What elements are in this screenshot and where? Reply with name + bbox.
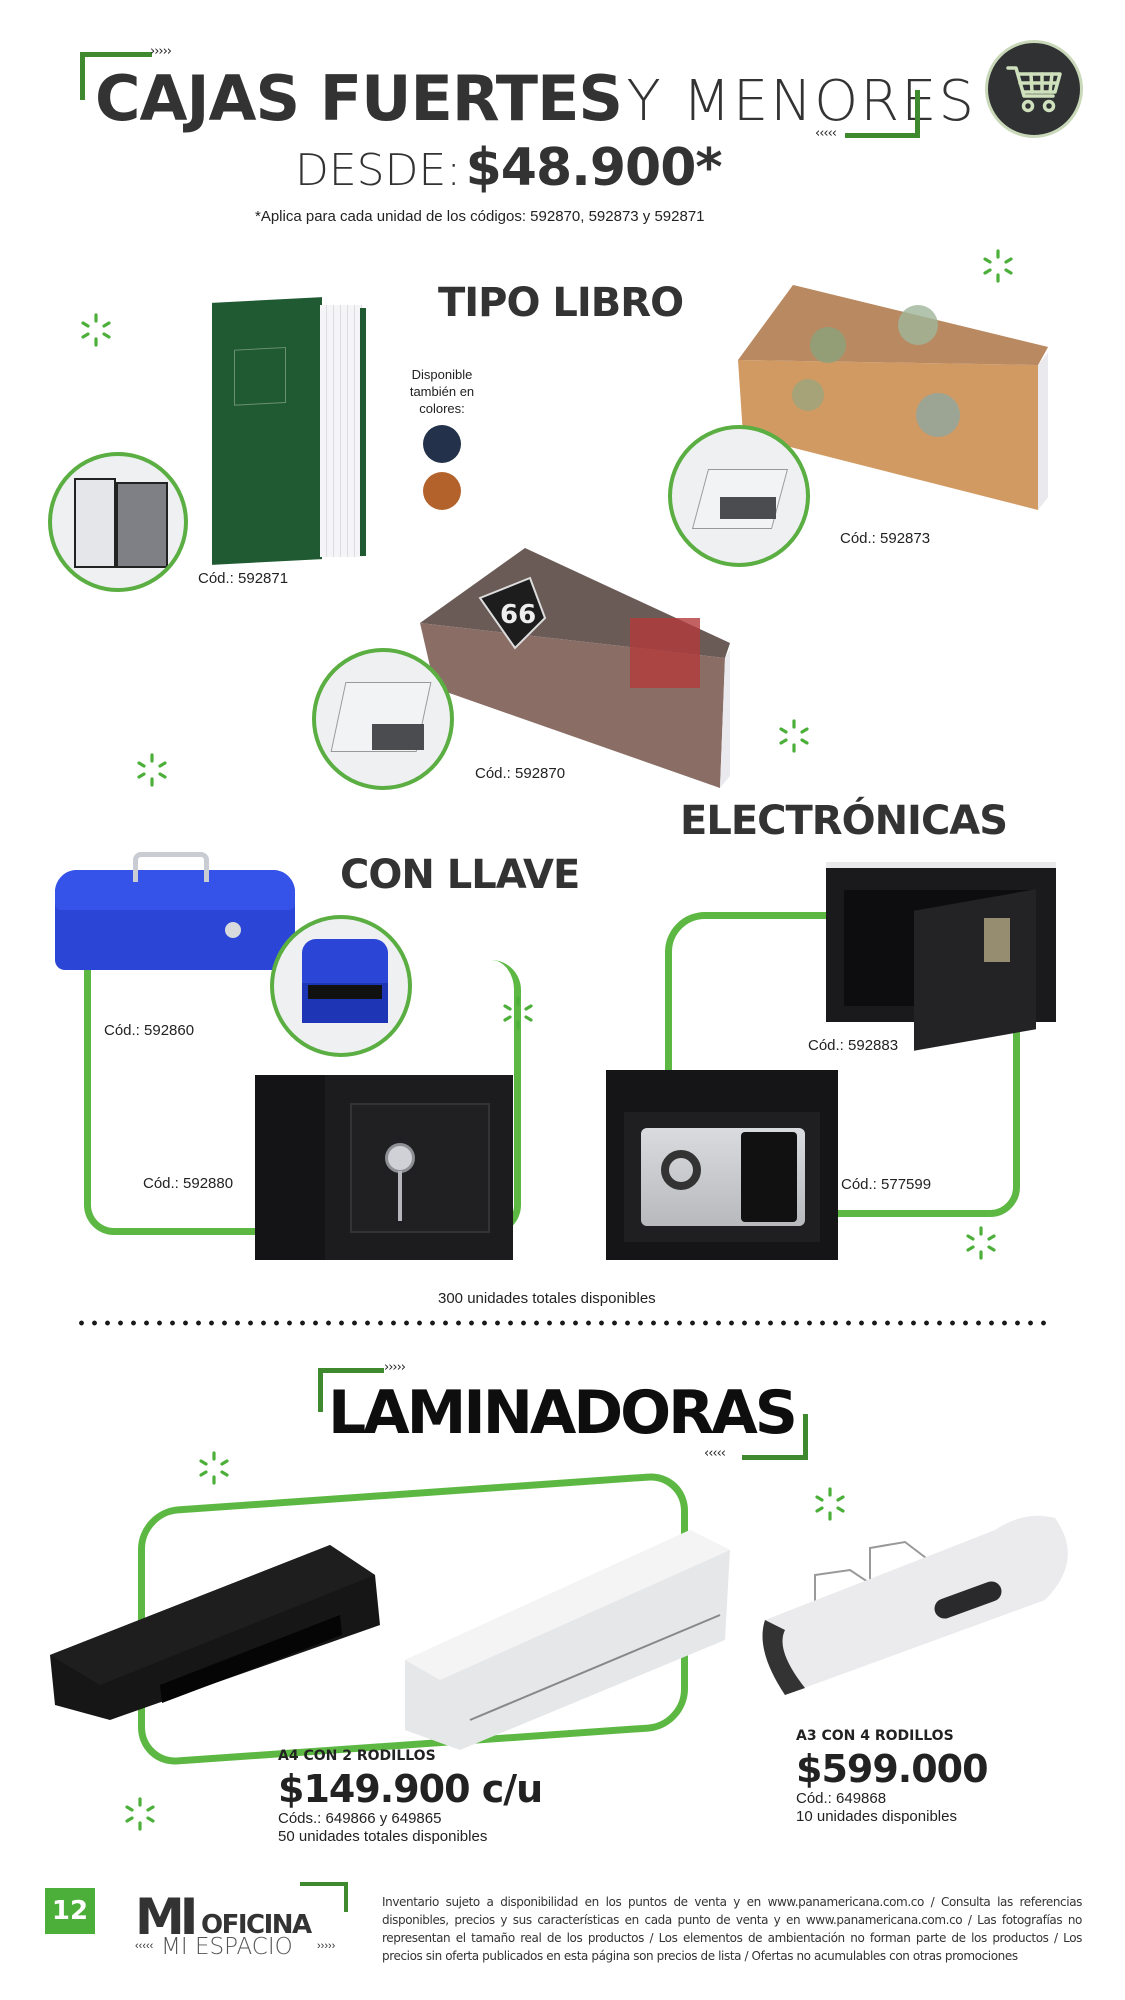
sparkle-icon (503, 996, 533, 1030)
chevrons-right-decoration: ››››› (384, 1360, 406, 1375)
product-image-book-safe-route66[interactable]: 66 (420, 548, 732, 788)
detail-circle-route66-open (312, 648, 454, 790)
desde-line: DESDE: $48.900* (295, 138, 723, 198)
title-bracket-top-left (80, 52, 152, 100)
a4-title: A4 CON 2 RODILLOS (278, 1748, 436, 1764)
desde-price: $48.900* (465, 138, 723, 198)
product-code: Cód.: 592871 (198, 570, 289, 587)
desde-label: DESDE: (295, 145, 462, 196)
brand-logo-mi-oficina: MI OFICINA ‹‹‹‹‹ MI ESPACIO ››››› (135, 1882, 350, 1962)
sparkle-icon (125, 1797, 155, 1831)
color-swatch-navy[interactable] (423, 425, 461, 463)
title-bold: CAJAS FUERTES (95, 62, 623, 135)
a4-codes: Códs.: 649866 y 649865 (278, 1809, 442, 1827)
a4-price: $149.900 c/u (278, 1767, 543, 1811)
product-image-electronic-keypad-safe[interactable] (606, 1070, 838, 1260)
safes-total-units: 300 unidades totales disponibles (438, 1290, 656, 1307)
a4-units: 50 unidades totales disponibles (278, 1827, 488, 1845)
color-swatch-brown[interactable] (423, 472, 461, 510)
chevrons-right-decoration: ››››› (150, 44, 172, 59)
section-title-con-llave: CON LLAVE (340, 852, 580, 898)
legal-disclaimer: Inventario sujeto a disponibilidad en lo… (382, 1895, 1082, 1963)
product-code: Cód.: 592860 (104, 1022, 195, 1039)
product-image-laminator-a3[interactable] (755, 1500, 1075, 1710)
colors-note: Disponible también en colores: (409, 367, 475, 416)
svg-text:66: 66 (500, 600, 536, 630)
a3-price: $599.000 (796, 1747, 989, 1791)
laminadoras-bracket-bottom-right (742, 1414, 808, 1460)
chevrons-left-decoration: ‹‹‹‹‹ (815, 126, 837, 141)
sparkle-icon (966, 1226, 996, 1260)
price-block-a4: A4 CON 2 RODILLOS $149.900 c/u Códs.: 64… (278, 1748, 543, 1846)
title-light: Y MENORES (626, 69, 977, 134)
sparkle-icon (983, 249, 1013, 283)
chevrons-left-decoration: ‹‹‹‹‹ (704, 1446, 726, 1461)
section-title-laminadoras: LAMINADORAS (328, 1378, 798, 1448)
logo-bracket (300, 1882, 348, 1912)
detail-circle-book-open (48, 452, 188, 592)
sparkle-icon (199, 1451, 229, 1485)
section-title-electronicas: ELECTRÓNICAS (680, 798, 1008, 844)
brand-oficina: OFICINA (201, 1910, 312, 1940)
product-code: Cód.: 592873 (840, 530, 931, 547)
a3-title: A3 CON 4 RODILLOS (796, 1728, 954, 1744)
brand-mi: MI (135, 1888, 198, 1946)
a3-codes: Cód.: 649868 (796, 1789, 887, 1807)
product-code: Cód.: 592870 (475, 765, 566, 782)
price-block-a3: A3 CON 4 RODILLOS $599.000 Cód.: 649868 … (796, 1728, 989, 1826)
title-bracket-bottom-right (845, 90, 920, 138)
detail-circle-cashbox-open (270, 915, 412, 1057)
brand-chevrons-right: ››››› (317, 1940, 336, 1952)
product-image-blue-cashbox[interactable] (55, 840, 295, 970)
a3-units: 10 unidades disponibles (796, 1807, 957, 1825)
detail-circle-butterfly-open (668, 425, 810, 567)
cart-button[interactable] (985, 40, 1083, 138)
product-code: Cód.: 577599 (841, 1176, 932, 1193)
codes-note: *Aplica para cada unidad de los códigos:… (255, 208, 705, 225)
product-code: Cód.: 592880 (143, 1175, 234, 1192)
product-code: Cód.: 592883 (808, 1037, 899, 1054)
shopping-cart-icon (1006, 66, 1062, 113)
page-number: 12 (45, 1888, 95, 1934)
sparkle-icon (779, 719, 809, 753)
sparkle-icon (137, 753, 167, 787)
product-image-laminator-black[interactable] (50, 1535, 380, 1720)
laminadoras-bracket-top-left (318, 1368, 384, 1412)
brand-mi-espacio: MI ESPACIO (161, 1934, 293, 1960)
sparkle-icon (81, 313, 111, 347)
page-title: CAJAS FUERTES Y MENORES (95, 62, 976, 135)
dotted-separator (75, 1320, 1050, 1326)
section-title-tipo-libro: TIPO LIBRO (438, 280, 684, 326)
product-image-laminator-white[interactable] (400, 1520, 730, 1750)
brand-chevrons-left: ‹‹‹‹‹ (135, 1940, 154, 1952)
product-image-book-safe-butterfly[interactable] (738, 285, 1050, 515)
product-image-open-electronic-safe[interactable] (826, 862, 1056, 1051)
product-image-book-safe-green[interactable] (212, 290, 376, 565)
product-image-black-key-safe[interactable] (255, 1075, 513, 1260)
